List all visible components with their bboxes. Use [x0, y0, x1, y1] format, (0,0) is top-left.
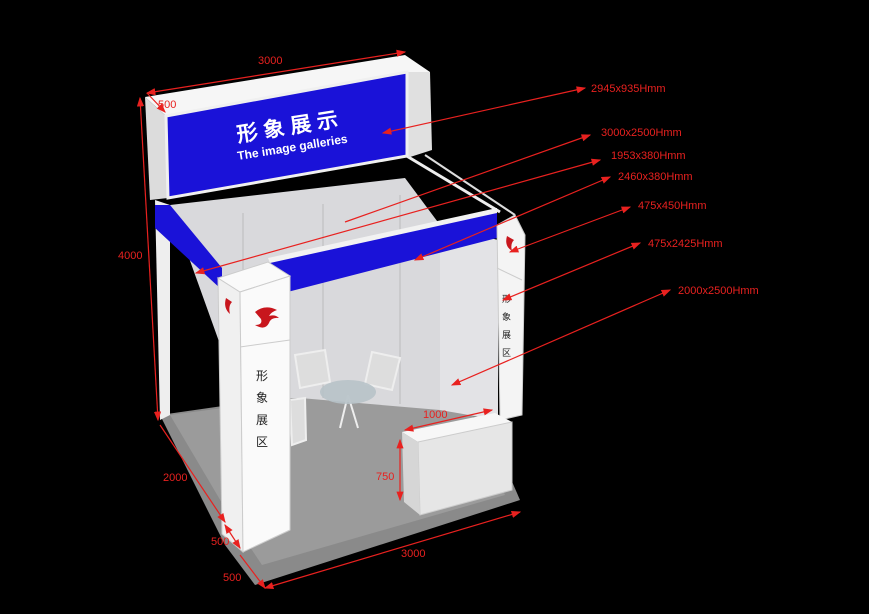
pillar-char: 展	[256, 413, 268, 427]
pillar-char: 区	[256, 435, 268, 449]
dim-counter-width: 1000	[423, 409, 447, 421]
callout-label: 3000x2500Hmm	[601, 127, 682, 139]
pillar-char: 展	[502, 330, 511, 341]
right-wall	[440, 225, 498, 420]
dim-pillar-depth: 500	[211, 536, 229, 548]
callout-label: 2460x380Hmm	[618, 171, 693, 183]
callout-label: 2945x935Hmm	[591, 83, 666, 95]
dimension-lines	[136, 49, 522, 590]
left-pillar-side	[217, 277, 244, 554]
pillar-char: 形	[256, 369, 268, 383]
dim-pillar-offset: 500	[223, 572, 241, 584]
dim-header-depth: 500	[158, 99, 176, 111]
dim-header-width: 3000	[258, 55, 282, 67]
pillar-char: 区	[502, 348, 511, 359]
dim-total-height: 4000	[118, 250, 142, 262]
counter-side	[402, 432, 420, 515]
callout-label: 475x450Hmm	[638, 200, 706, 212]
dim-booth-width: 3000	[401, 548, 425, 560]
round-table	[320, 380, 376, 404]
header-side	[405, 72, 432, 158]
logo-icon	[255, 307, 279, 328]
pillar-char: 象	[256, 391, 268, 405]
pillar-char: 象	[502, 311, 511, 323]
callout-label: 2000x2500Hmm	[678, 285, 759, 297]
dim-booth-depth: 2000	[163, 472, 187, 484]
table-and-chairs	[288, 348, 402, 447]
logo-icon	[225, 298, 232, 314]
callout-label: 475x2425Hmm	[648, 238, 723, 250]
callout-arrows	[194, 86, 672, 386]
dim-counter-height: 750	[376, 471, 394, 483]
callout-label: 1953x380Hmm	[611, 150, 686, 162]
